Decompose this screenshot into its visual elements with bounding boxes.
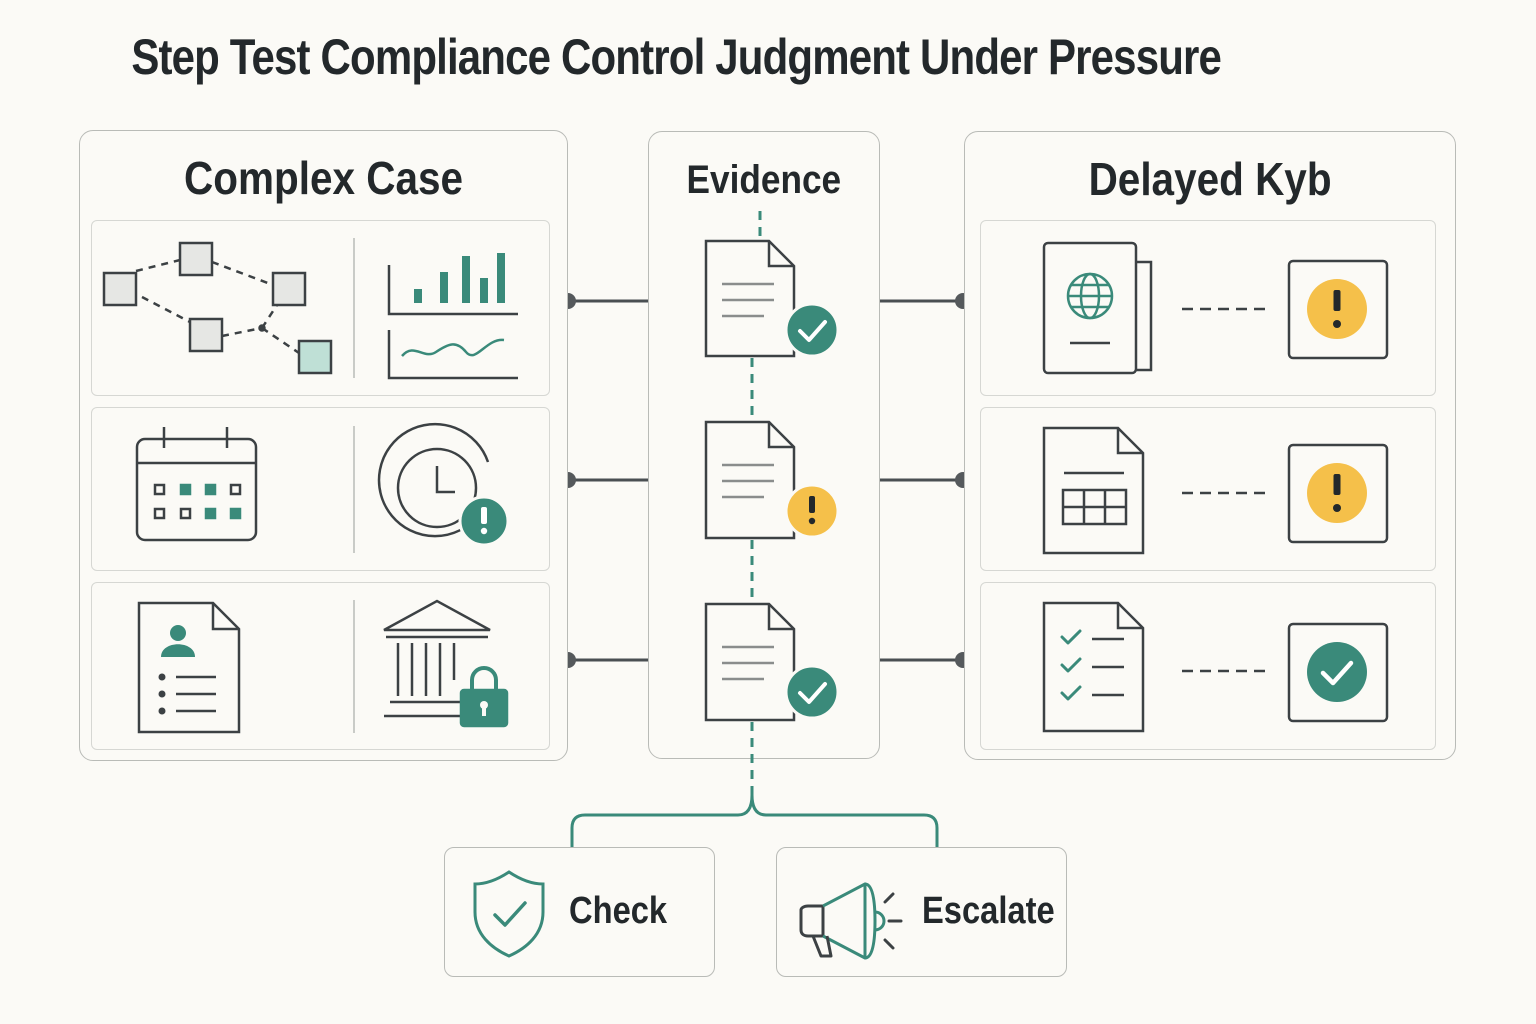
check-badge-icon — [1287, 622, 1389, 723]
warning-badge-icon — [784, 483, 840, 539]
escalate-label: Escalate — [922, 890, 1055, 932]
document-icon — [704, 420, 796, 540]
shield-check-icon — [473, 870, 545, 958]
passport-icon — [1042, 241, 1153, 375]
page-title: Step Test Compliance Control Judgment Un… — [131, 29, 1222, 85]
delayed-kyb-title: Delayed Kyb — [1088, 153, 1332, 205]
network-graph-icon — [102, 241, 333, 375]
check-label: Check — [569, 890, 668, 932]
calendar-icon — [135, 427, 258, 542]
evidence-title: Evidence — [686, 158, 842, 202]
complex-case-title: Complex Case — [184, 152, 463, 204]
warning-badge-icon — [1287, 259, 1389, 360]
evidence-flow-line — [750, 211, 762, 795]
checklist-document-icon — [1042, 601, 1145, 733]
megaphone-icon — [799, 882, 903, 960]
bank-lock-icon — [383, 599, 509, 728]
check-badge-icon — [784, 302, 840, 358]
clock-alert-icon — [377, 422, 510, 547]
warning-badge-icon — [1287, 443, 1389, 544]
profile-document-icon — [137, 601, 241, 734]
escalate-button[interactable]: Escalate — [776, 847, 1067, 977]
document-icon — [704, 602, 796, 722]
bar-and-line-chart-icon — [387, 253, 518, 380]
check-badge-icon — [784, 664, 840, 720]
check-button[interactable]: Check — [444, 847, 715, 977]
spreadsheet-document-icon — [1042, 426, 1145, 555]
